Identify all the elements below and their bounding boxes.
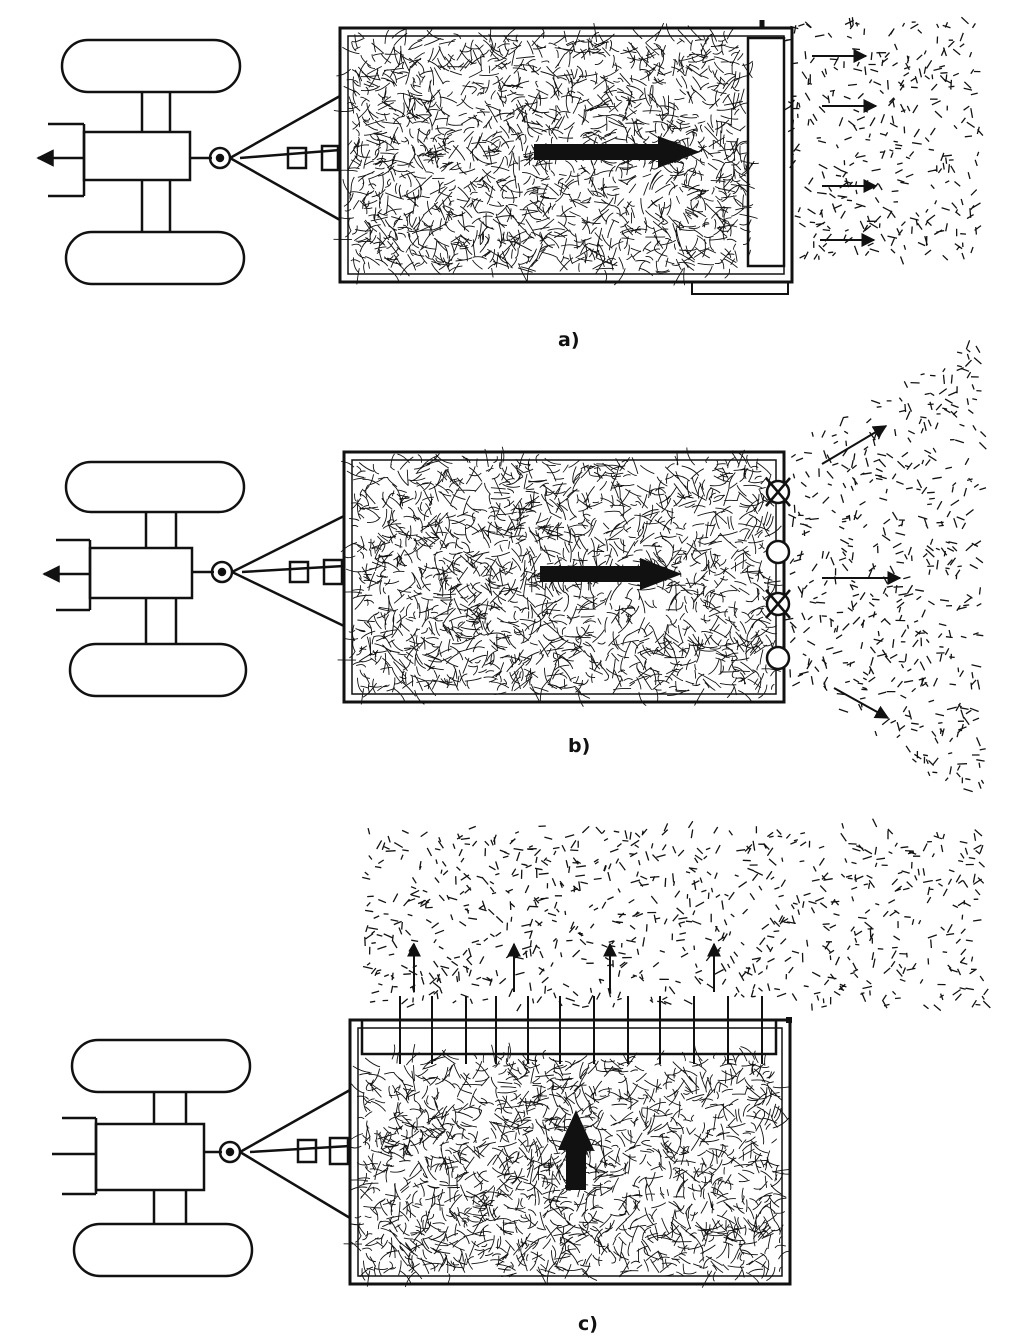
pto-shaft [288, 560, 310, 584]
pto-shaft [296, 1138, 318, 1164]
tractor-b [42, 460, 345, 698]
material-texture [362, 818, 991, 1012]
drawbar [239, 1088, 351, 1220]
material-texture [784, 340, 987, 793]
tractor-body [94, 1122, 206, 1192]
spread-pattern-b [784, 340, 987, 793]
floor-conveyor-arrow [540, 558, 682, 590]
tractor-rear-wheel-bottom [64, 230, 246, 286]
manure-texture [337, 446, 783, 707]
floor-conveyor-arrow [534, 136, 700, 168]
rear-beater [746, 36, 786, 268]
tractor-rear-wheel-bottom [72, 1222, 254, 1278]
spreader-box-a [333, 20, 794, 295]
panel-label-b: b) [568, 735, 590, 757]
spinner-disc-icon [765, 645, 791, 671]
tractor-a [36, 38, 341, 286]
spinner-disc-icon [765, 539, 791, 565]
tractor-rear-wheel-top [64, 460, 246, 514]
panel-b: b) [42, 340, 987, 793]
manure-texture [343, 1042, 791, 1288]
panel-a: a) [36, 16, 984, 351]
tractor-body [82, 130, 192, 182]
tractor-c [52, 1038, 351, 1278]
spinner-discs [765, 477, 791, 671]
material-texture [782, 16, 984, 265]
tractor-body [88, 546, 194, 600]
tractor-rear-wheel-top [60, 38, 242, 94]
panel-c: c) [52, 818, 991, 1335]
drawbar [231, 514, 345, 628]
spread-pattern-c [362, 818, 991, 1012]
panel-label-a: a) [558, 329, 580, 351]
tractor-front-frame [48, 122, 86, 198]
beater-tines [399, 996, 763, 1064]
drawbar [229, 94, 341, 222]
spreader-box-c [343, 996, 792, 1288]
floor-conveyor-arrow [558, 1110, 594, 1190]
side-beater [360, 1018, 778, 1056]
tractor-rear-wheel-bottom [68, 642, 248, 698]
tractor-rear-wheel-top [70, 1038, 252, 1094]
material-texture [343, 1042, 791, 1288]
material-texture [333, 22, 759, 286]
pto-shaft [286, 146, 308, 170]
material-texture [337, 446, 783, 707]
manure-texture [333, 22, 759, 286]
spread-pattern-a [782, 16, 984, 265]
spreader-box-b [337, 446, 791, 707]
panel-label-c: c) [578, 1313, 598, 1335]
